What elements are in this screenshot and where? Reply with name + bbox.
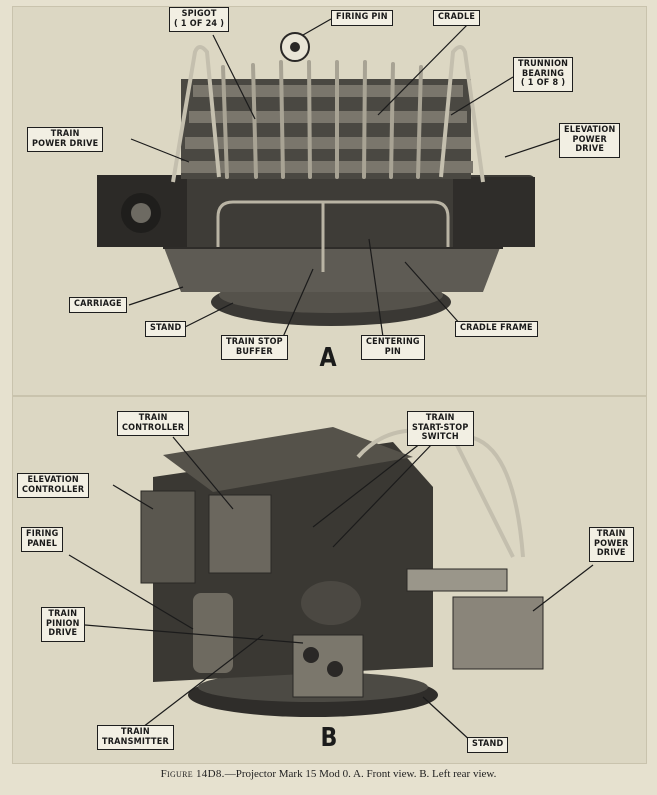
leader-lines-a	[128, 18, 560, 338]
view-letter-a: A	[319, 343, 337, 373]
view-letter-b: B	[320, 723, 338, 753]
leader-lines-b	[68, 436, 594, 744]
projector-rear-illustration	[68, 427, 594, 744]
cradle-frame-shape	[216, 200, 450, 247]
label-cradle-frame: CRADLE FRAME	[455, 321, 538, 337]
photo-b-left-rear-view: TRAIN CONTROLLER TRAIN START-STOP SWITCH…	[12, 396, 647, 764]
label-train-power-drive-b: TRAIN POWER DRIVE	[589, 527, 634, 562]
label-firing-panel: FIRING PANEL	[21, 527, 64, 552]
label-train-start-stop-switch: TRAIN START-STOP SWITCH	[407, 411, 474, 446]
firing-panel-shape	[193, 593, 233, 673]
carriage-shape	[163, 245, 501, 292]
label-stand-a: STAND	[145, 321, 187, 337]
spigot-rods	[221, 60, 423, 179]
label-cradle: CRADLE	[433, 10, 481, 26]
label-train-power-drive-a: TRAIN POWER DRIVE	[27, 127, 104, 152]
label-train-pinion-drive: TRAIN PINION DRIVE	[41, 607, 85, 642]
figure-caption: Figure 14D8.—Projector Mark 15 Mod 0. A.…	[0, 768, 657, 780]
caption-text: —Projector Mark 15 Mod 0. A. Front view.…	[224, 768, 497, 780]
label-train-transmitter: TRAIN TRANSMITTER	[97, 725, 174, 750]
train-controller-box	[208, 494, 272, 574]
photo-a-front-view: SPIGOT ( 1 OF 24 ) FIRING PIN CRADLE TRU…	[12, 6, 647, 396]
figure-number: Figure 14D8.	[160, 768, 225, 780]
label-firing-pin: FIRING PIN	[331, 10, 393, 26]
label-centering-pin: CENTERING PIN	[361, 335, 425, 360]
label-elevation-power-drive: ELEVATION POWER DRIVE	[559, 123, 621, 158]
cradle-body-shape	[97, 175, 535, 247]
label-train-controller: TRAIN CONTROLLER	[117, 411, 190, 436]
label-train-stop-buffer: TRAIN STOP BUFFER	[221, 335, 288, 360]
projector-front-illustration	[97, 18, 560, 338]
label-elevation-controller: ELEVATION CONTROLLER	[17, 473, 90, 498]
train-power-drive-box	[452, 596, 544, 670]
label-carriage: CARRIAGE	[69, 297, 127, 313]
label-stand-b: STAND	[467, 737, 509, 753]
label-trunnion-bearing: TRUNNION BEARING ( 1 OF 8 )	[513, 57, 574, 92]
elevation-controller-box	[140, 490, 196, 584]
label-spigot: SPIGOT ( 1 OF 24 )	[169, 7, 230, 32]
